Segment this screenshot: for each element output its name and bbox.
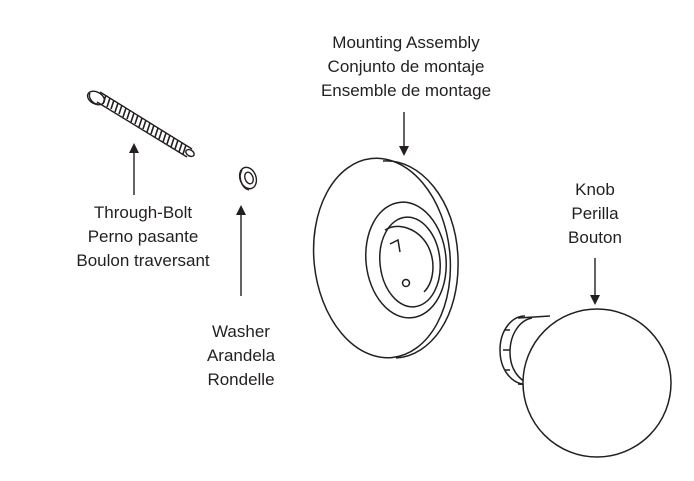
bolt-icon (86, 90, 195, 158)
washer-label-en: Washer (212, 322, 270, 341)
knob-label-en: Knob (575, 180, 615, 199)
leader-arrows (129, 112, 600, 305)
washer-icon (238, 166, 258, 191)
mounting-assembly-label-fr: Ensemble de montage (320, 81, 492, 100)
through-bolt-label-en: Through-Bolt (93, 203, 193, 222)
through-bolt-label-fr: Boulon traversant (76, 251, 210, 270)
through-bolt-label-es: Perno pasante (87, 227, 199, 246)
washer-label: Washer Arandela Rondelle (191, 320, 291, 392)
knob-label-es: Perilla (571, 204, 619, 223)
mounting-rosette-icon (312, 157, 459, 359)
mounting-assembly-label-en: Mounting Assembly (332, 33, 480, 52)
round-knob-icon (499, 308, 672, 458)
washer-label-es: Arandela (206, 346, 276, 365)
mounting-assembly-label-es: Conjunto de montaje (327, 57, 485, 76)
through-bolt-label: Through-Bolt Perno pasante Boulon traver… (58, 201, 228, 273)
knob-label-fr: Bouton (568, 228, 622, 247)
knob-label: Knob Perilla Bouton (545, 178, 645, 250)
washer-label-fr: Rondelle (207, 370, 275, 389)
mounting-assembly-label: Mounting Assembly Conjunto de montaje En… (311, 31, 501, 103)
